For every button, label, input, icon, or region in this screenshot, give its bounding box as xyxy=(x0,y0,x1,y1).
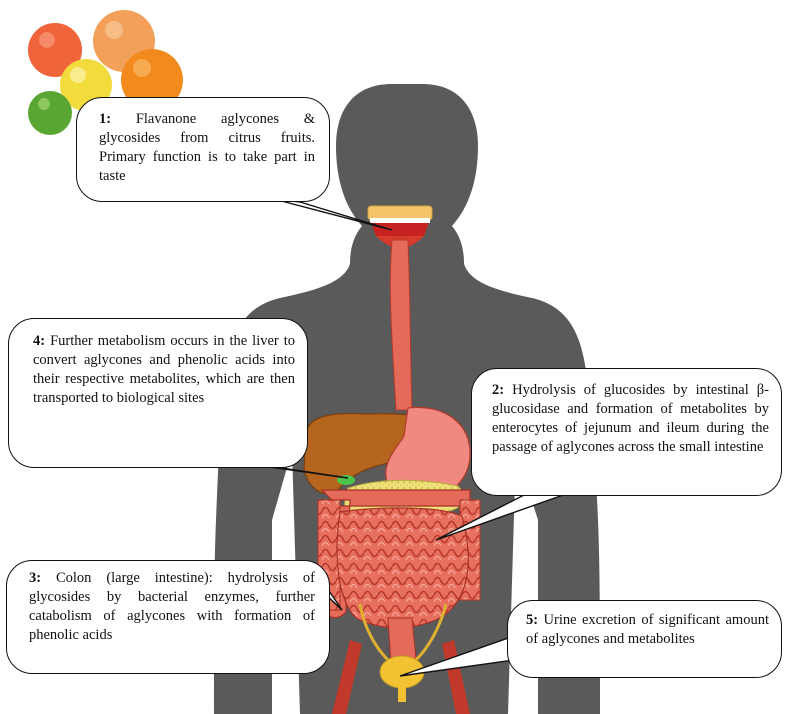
callout-text-2: Hydrolysis of glucosides by intestinal β… xyxy=(492,382,769,455)
orange-highlight xyxy=(133,59,151,77)
lime xyxy=(28,91,72,135)
urethra xyxy=(398,686,406,702)
callout-number-2: 2: xyxy=(492,382,504,398)
callout-text-1: Flavanone aglycones & glycosides from ci… xyxy=(99,111,315,184)
small-intestine xyxy=(337,508,468,628)
callout-number-1: 1: xyxy=(99,111,111,127)
lemon-highlight xyxy=(70,67,86,83)
callout-liver: 4: Further metabolism occurs in the live… xyxy=(8,318,308,468)
callout-number-5: 5: xyxy=(526,612,538,628)
callout-text-5: Urine excretion of significant amount of… xyxy=(526,612,769,647)
callout-text-3: Colon (large intestine): hydrolysis of g… xyxy=(29,570,315,643)
callout-colon: 3: Colon (large intestine): hydrolysis o… xyxy=(6,560,330,674)
pink-grapefruit-highlight xyxy=(105,21,123,39)
callout-urine: 5: Urine excretion of significant amount… xyxy=(507,600,782,678)
callout-number-4: 4: xyxy=(33,333,45,349)
callout-number-3: 3: xyxy=(29,570,41,586)
callout-small-intestine: 2: Hydrolysis of glucosides by intestina… xyxy=(471,368,782,496)
callout-taste: 1: Flavanone aglycones & glycosides from… xyxy=(76,97,330,202)
callout-text-4: Further metabolism occurs in the liver t… xyxy=(33,333,295,406)
grapefruit-highlight xyxy=(39,32,55,48)
lime-highlight xyxy=(38,98,50,110)
